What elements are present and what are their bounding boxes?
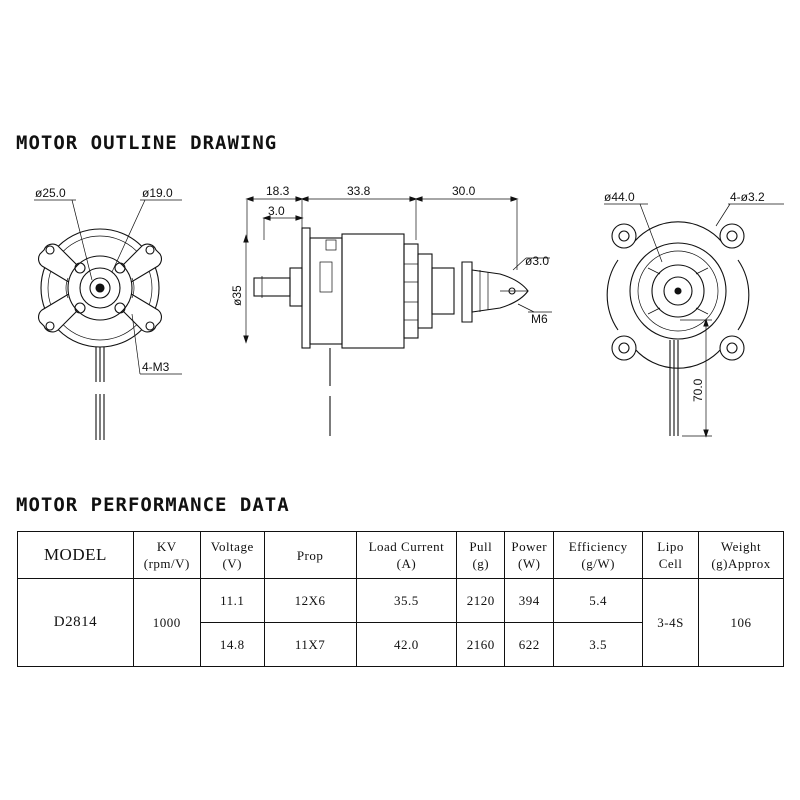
front-inner-dia-label: ø19.0 xyxy=(142,186,173,200)
cell-voltage: 14.8 xyxy=(199,622,265,667)
length-c-label: 30.0 xyxy=(452,184,476,198)
header-efficiency: Efficiency(g/W) xyxy=(553,531,644,579)
header-load-current: Load Current(A) xyxy=(355,531,458,579)
shaft-thread-label: M6 xyxy=(531,312,548,326)
cell-prop: 12X6 xyxy=(263,578,357,623)
cell-load-current: 42.0 xyxy=(355,622,458,667)
cell-weight: 106 xyxy=(698,578,784,667)
motor-outline-drawing: ø25.0 ø19.0 4-M3 18.3 33.8 30.0 3.0 ø35 xyxy=(34,184,784,440)
back-outer-dia-label: ø44.0 xyxy=(604,190,635,204)
cell-pull: 2120 xyxy=(456,578,506,623)
cell-power: 622 xyxy=(504,622,555,667)
cell-efficiency: 5.4 xyxy=(553,578,644,623)
outline-drawing-title: MOTOR OUTLINE DRAWING xyxy=(16,132,278,154)
header-pull: Pull(g) xyxy=(456,531,506,579)
cell-lipo: 3-4S xyxy=(642,578,700,667)
cell-efficiency: 3.5 xyxy=(553,622,644,667)
header-voltage: Voltage(V) xyxy=(199,531,265,579)
front-thread-label: 4-M3 xyxy=(142,360,170,374)
side-view: 18.3 33.8 30.0 3.0 ø35 xyxy=(230,184,552,436)
shaft-dia-label: ø3.0 xyxy=(525,254,549,268)
header-kv: KV(rpm/V) xyxy=(132,531,201,579)
length-a-label: 18.3 xyxy=(266,184,290,198)
cell-load-current: 35.5 xyxy=(355,578,458,623)
header-power: Power(W) xyxy=(504,531,555,579)
front-view: ø25.0 ø19.0 4-M3 xyxy=(34,186,182,440)
cell-kv: 1000 xyxy=(132,578,201,667)
length-d-label: 3.0 xyxy=(268,204,285,218)
cell-voltage: 11.1 xyxy=(199,578,265,623)
cell-model: D2814 xyxy=(17,578,134,667)
performance-data-title: MOTOR PERFORMANCE DATA xyxy=(16,494,290,516)
lead-length-label: 70.0 xyxy=(691,378,705,402)
cell-pull: 2160 xyxy=(456,622,506,667)
cell-power: 394 xyxy=(504,578,555,623)
back-view: ø44.0 4-ø3.2 70.0 xyxy=(604,190,784,438)
length-b-label: 33.8 xyxy=(347,184,371,198)
table-row: D2814 1000 11.1 12X6 35.5 2120 394 5.4 3… xyxy=(17,578,784,667)
front-outer-dia-label: ø25.0 xyxy=(35,186,66,200)
body-dia-label: ø35 xyxy=(230,285,244,306)
cell-prop: 11X7 xyxy=(263,622,357,667)
header-model: MODEL xyxy=(17,531,134,579)
header-prop: Prop xyxy=(263,531,357,579)
performance-table: MODEL KV(rpm/V) Voltage(V) Prop Load Cur… xyxy=(17,531,784,667)
table-row: 14.8 11X7 42.0 2160 622 3.5 xyxy=(18,622,784,667)
table-header-row: MODEL KV(rpm/V) Voltage(V) Prop Load Cur… xyxy=(17,531,784,579)
header-weight: Weight(g)Approx xyxy=(698,531,784,579)
back-holes-label: 4-ø3.2 xyxy=(730,190,765,204)
